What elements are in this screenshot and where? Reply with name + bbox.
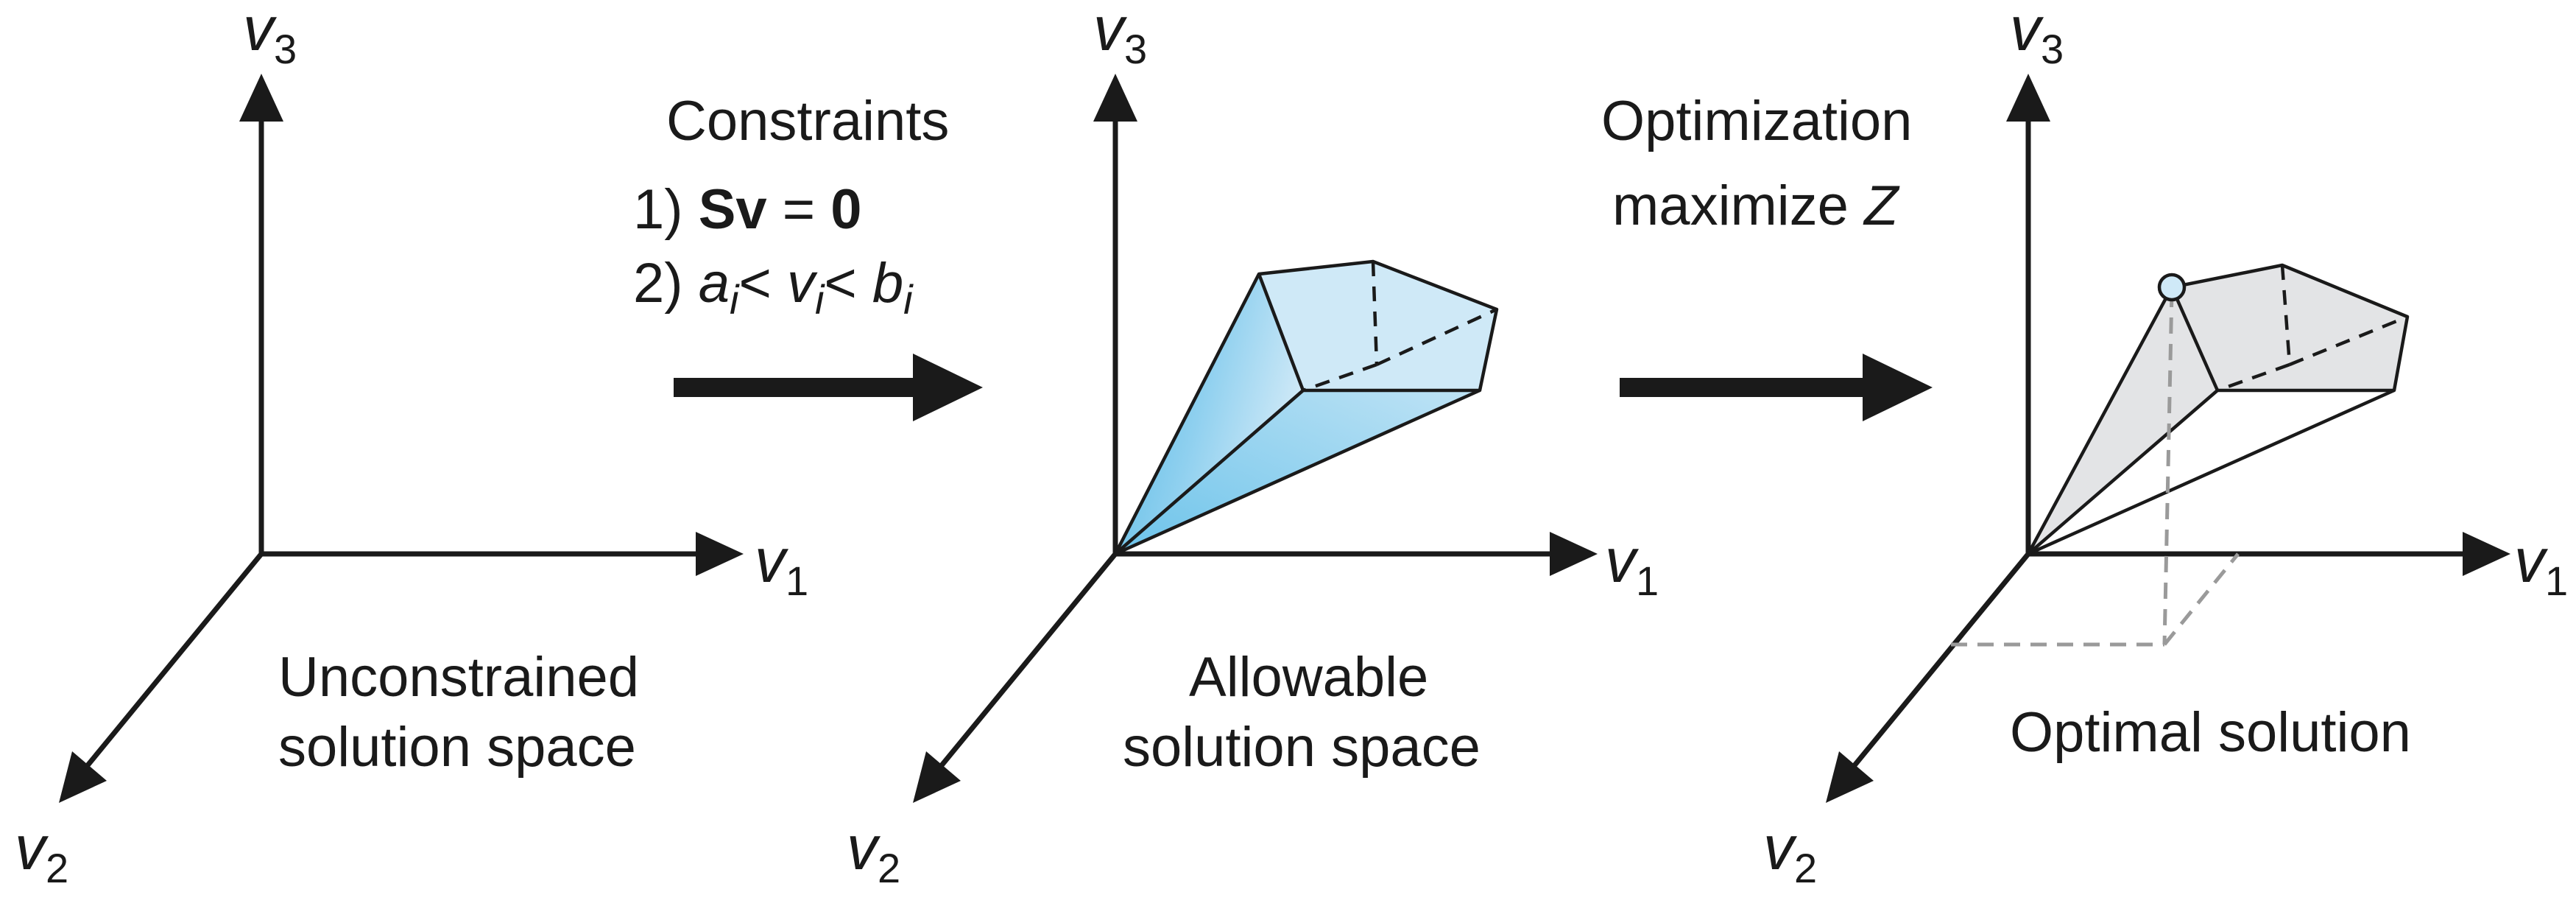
v2-arrowhead [59,751,107,803]
optimization-objective: maximize Z [1612,175,1900,237]
optimal-point [2157,273,2187,302]
constraints-step: Constraints 1) Sv = 0 2) ai< vi< bi [633,90,983,421]
step-arrow [1620,354,1933,421]
panel-caption-line1: Unconstrained [278,646,639,709]
panel-optimal: v3 v1 v2 Optimal solution [1763,0,2568,891]
v3-arrowhead [239,74,283,122]
panel-allowable: v3 v1 v2 Allowable solution space [847,0,1659,891]
constraint-2: 2) ai< vi< bi [633,252,914,323]
v3-arrowhead [2006,74,2050,122]
v2-arrowhead [913,751,961,803]
constraints-title: Constraints [666,90,949,152]
panel-caption-line2: solution space [1123,716,1481,779]
panel-caption-line1: Optimal solution [2010,701,2411,764]
panel-caption-line2: solution space [278,716,636,779]
v3-axis-label: v3 [243,0,297,72]
allowable-polytope [1113,259,1499,556]
v3-axis-label: v3 [1093,0,1147,72]
panel-unconstrained: v3 v1 v2 Unconstrained solution space [15,0,808,891]
panel-caption-line1: Allowable [1189,646,1428,709]
v1-arrowhead [2463,532,2510,576]
v2-axis-label: v2 [847,813,900,891]
optimal-polytope [2027,263,2410,556]
v3-arrowhead [1093,74,1137,122]
v1-arrowhead [1550,532,1598,576]
axes [913,74,1598,803]
constraint-1: 1) Sv = 0 [633,178,862,241]
axes [59,74,744,803]
optimization-title: Optimization [1601,90,1912,152]
v2-axis-label: v2 [15,813,68,891]
step-arrow [674,354,983,421]
v1-arrowhead [696,532,744,576]
v1-axis-label: v1 [1605,526,1659,604]
optimization-step: Optimization maximize Z [1601,90,1933,421]
v3-axis-label: v3 [2010,0,2064,72]
v1-axis-label: v1 [2514,526,2568,604]
axes [1826,74,2510,803]
v1-axis-label: v1 [755,526,808,604]
optimum-projection [1951,290,2240,647]
v2-axis-label: v2 [1763,813,1817,891]
v2-arrowhead [1826,751,1874,803]
